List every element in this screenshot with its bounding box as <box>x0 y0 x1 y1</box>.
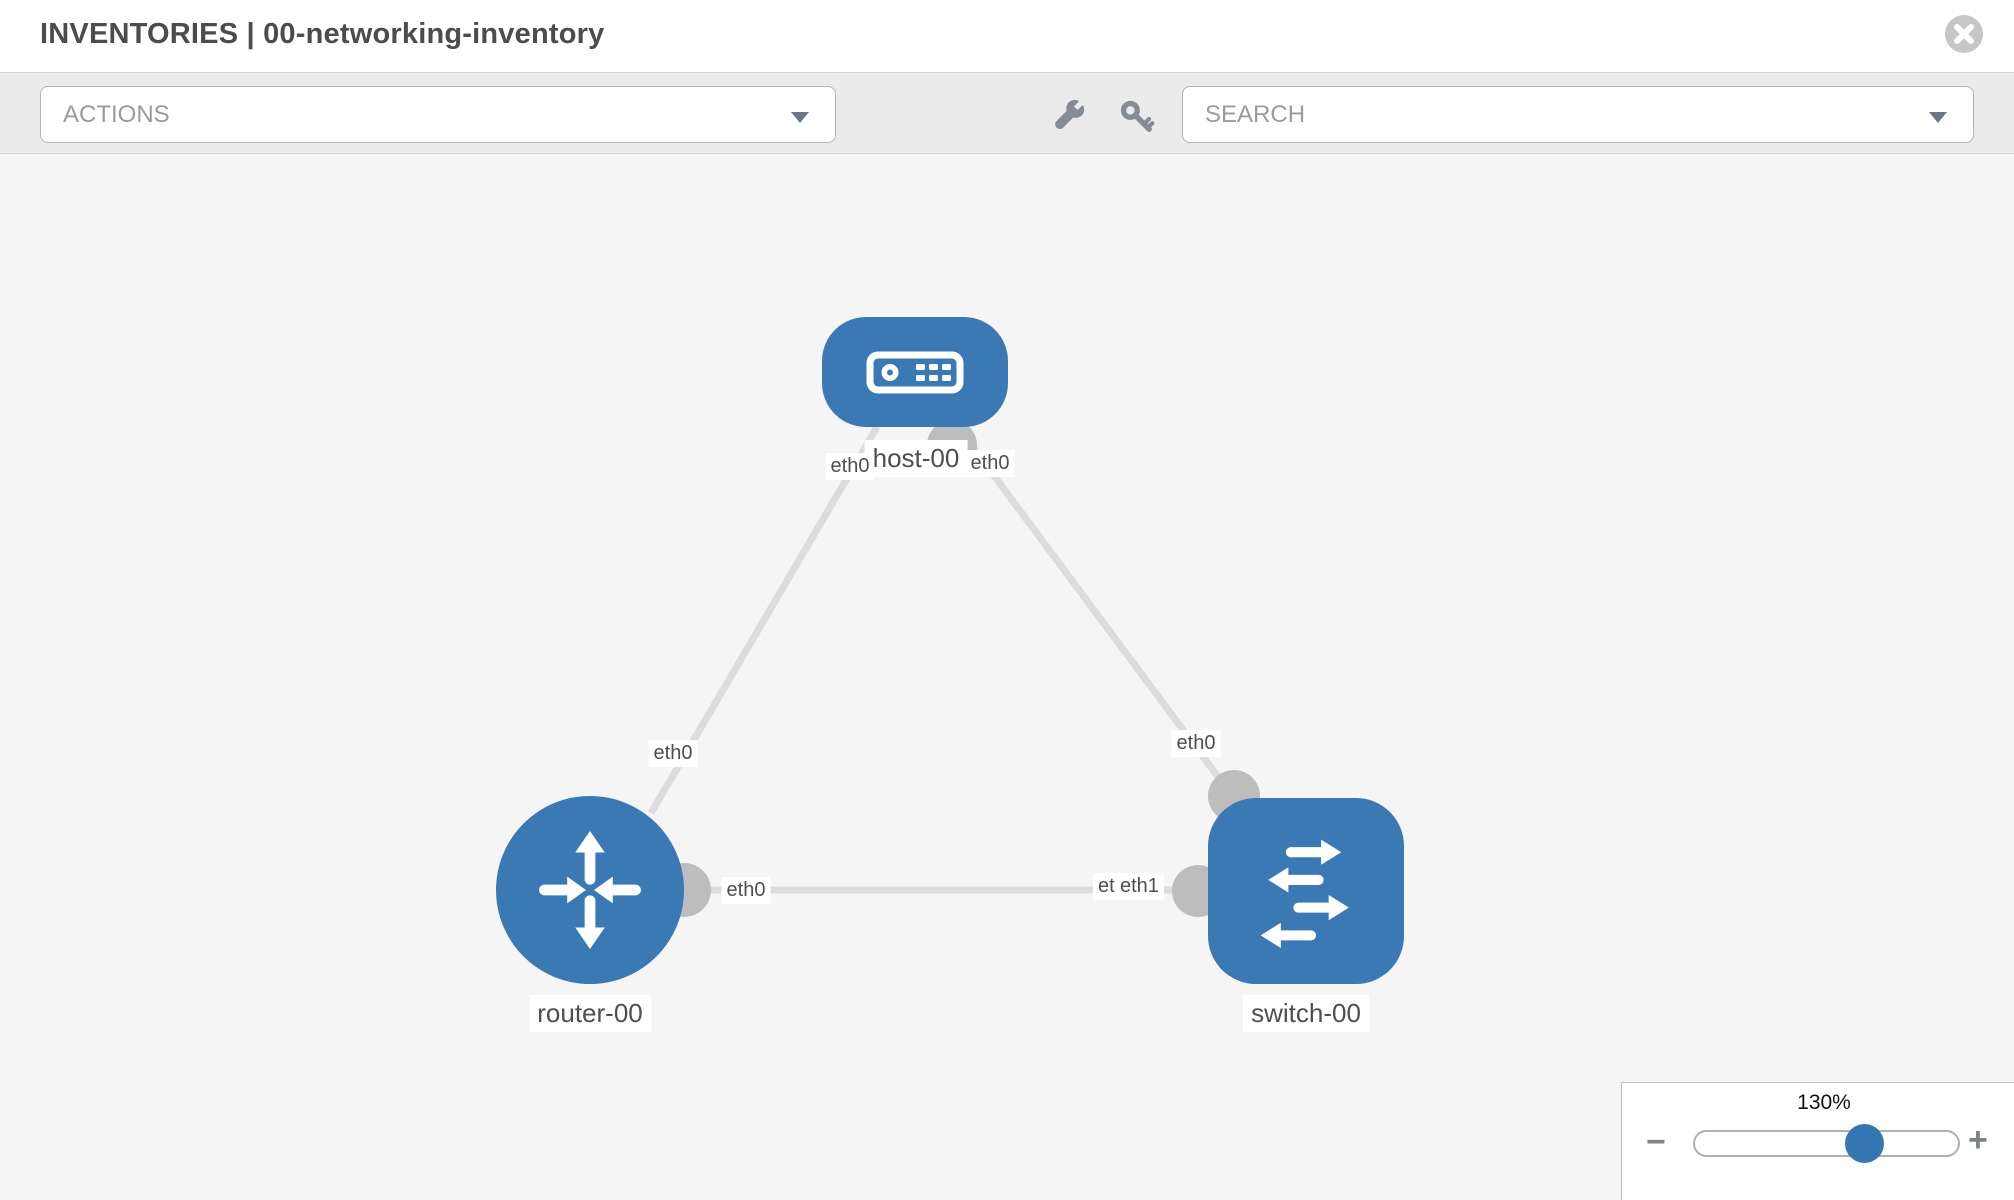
chevron-down-icon <box>1929 112 1947 123</box>
zoom-in-button[interactable]: + <box>1968 1121 1988 1159</box>
node-host-00[interactable] <box>822 317 1008 427</box>
interface-label-eth1-over: eth1 <box>1115 873 1164 900</box>
header-bar: INVENTORIES | 00-networking-inventory <box>0 0 2014 72</box>
node-label-switch: switch-00 <box>1243 995 1369 1032</box>
zoom-level-value: 130% <box>1797 1091 1851 1114</box>
zoom-slider-track[interactable] <box>1693 1130 1960 1157</box>
page-title: INVENTORIES | 00-networking-inventory <box>40 18 605 50</box>
close-button[interactable] <box>1945 15 1983 53</box>
links <box>647 423 1236 894</box>
wrench-icon[interactable] <box>1051 97 1087 138</box>
search-dropdown-label: SEARCH <box>1205 101 1306 128</box>
key-icon[interactable] <box>1116 96 1156 141</box>
zoom-out-button[interactable]: − <box>1646 1123 1666 1161</box>
node-label-router: router-00 <box>529 995 651 1032</box>
topology-canvas[interactable]: host-00 router-00 switch-00 eth0 eth0 et… <box>0 154 2014 1200</box>
chevron-down-icon <box>791 112 809 123</box>
router-icon <box>539 831 641 949</box>
node-label-host: host-00 <box>864 440 968 477</box>
zoom-slider-handle[interactable] <box>1845 1124 1884 1163</box>
interface-endpoints <box>657 420 1260 917</box>
interface-label-switch-eth0-uplink: eth0 <box>1171 730 1221 757</box>
host-icon <box>866 351 964 394</box>
interface-label-router-eth0-uplink: eth0 <box>648 740 698 767</box>
search-dropdown[interactable]: SEARCH <box>1182 86 1974 143</box>
interface-label-host-eth0-right: eth0 <box>965 450 1015 477</box>
interface-label-router-eth0-horizontal: eth0 <box>721 877 771 904</box>
switch-icon <box>1260 839 1349 948</box>
actions-dropdown[interactable]: ACTIONS <box>40 86 836 143</box>
interface-label-host-eth0-left: eth0 <box>825 453 875 480</box>
zoom-control-panel: 130% − + <box>1621 1082 2014 1200</box>
toolbar: ACTIONS SEARCH <box>0 72 2014 154</box>
actions-dropdown-label: ACTIONS <box>63 101 170 128</box>
node-router-00[interactable] <box>496 796 684 984</box>
node-switch-00[interactable] <box>1208 798 1404 984</box>
interface-label-switch-overlap: eth0 eth1 <box>1093 873 1183 903</box>
